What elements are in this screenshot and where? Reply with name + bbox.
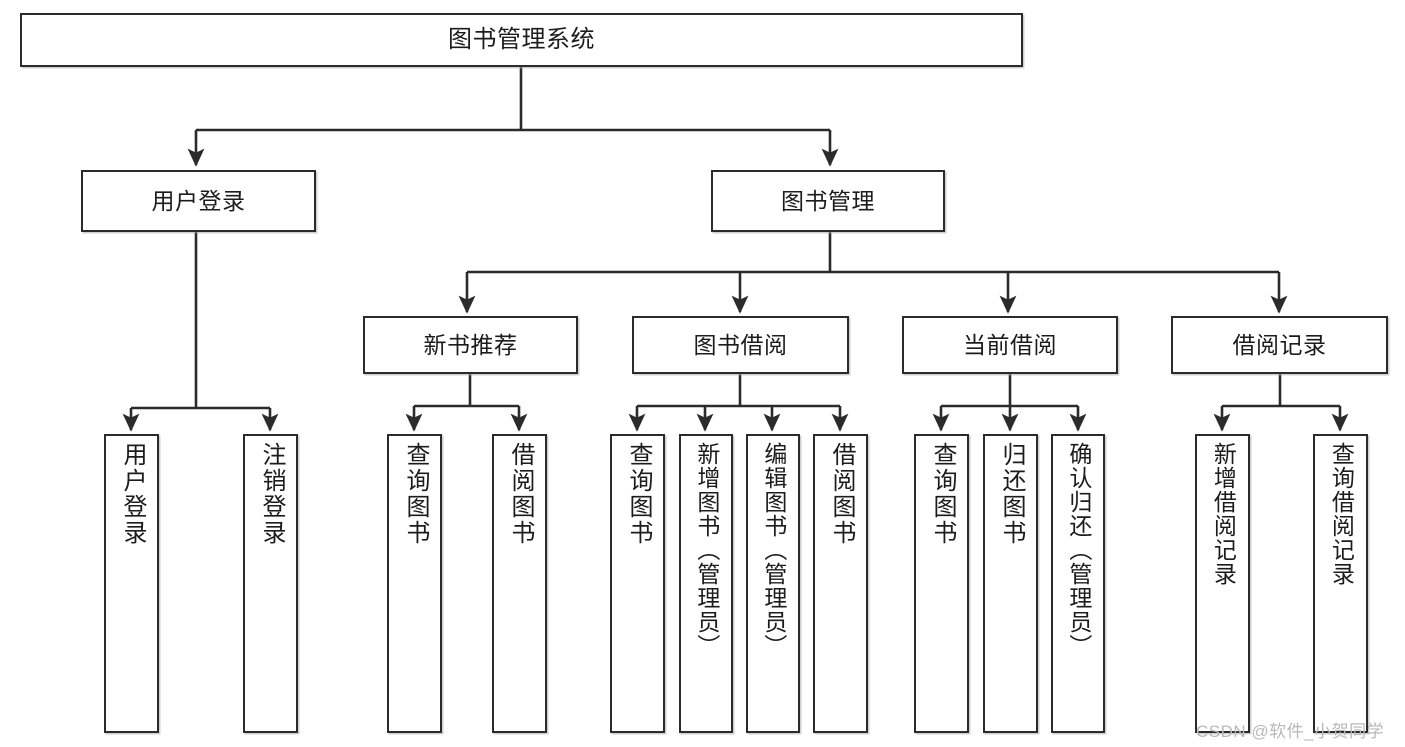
- node-label: 注销登录: [257, 442, 285, 546]
- node-label: 归还图书: [997, 442, 1025, 546]
- leaf-book-borrow-query-book[interactable]: 查询图书: [610, 434, 665, 733]
- leaf-book-borrow-edit-book-admin[interactable]: 编辑图书（管理员）: [746, 434, 800, 733]
- node-label: 新增借阅记录: [1210, 442, 1237, 586]
- node-book-borrow[interactable]: 图书借阅: [632, 316, 849, 374]
- node-new-book-recommend[interactable]: 新书推荐: [363, 316, 578, 374]
- leaf-new-book-borrow-book[interactable]: 借阅图书: [492, 434, 547, 733]
- csdn-watermark: CSDN @软件_小贺同学: [1196, 722, 1385, 741]
- leaf-book-borrow-borrow-book[interactable]: 借阅图书: [813, 434, 868, 733]
- node-label: 查询图书: [624, 442, 652, 546]
- node-label: 借阅图书: [506, 442, 534, 546]
- node-label: 查询图书: [928, 442, 956, 546]
- node-label: 用户登录: [151, 187, 246, 214]
- node-label: 借阅记录: [1232, 331, 1327, 358]
- node-label: 查询图书: [401, 442, 429, 546]
- leaf-borrow-record-add-record[interactable]: 新增借阅记录: [1195, 434, 1250, 733]
- node-label: 图书借阅: [693, 331, 788, 358]
- leaf-current-borrow-confirm-return-admin[interactable]: 确认归还（管理员）: [1051, 434, 1105, 733]
- leaf-new-book-query-book[interactable]: 查询图书: [387, 434, 442, 733]
- leaf-borrow-record-query-record[interactable]: 查询借阅记录: [1313, 434, 1368, 733]
- node-book-management[interactable]: 图书管理: [711, 170, 945, 232]
- node-root-book-management-system[interactable]: 图书管理系统: [20, 13, 1023, 67]
- leaf-current-borrow-return-book[interactable]: 归还图书: [983, 434, 1038, 733]
- node-label: 图书管理: [781, 187, 875, 214]
- node-label: 图书管理系统: [448, 26, 595, 53]
- node-label: 确认归还（管理员）: [1065, 442, 1092, 658]
- leaf-user-login-logout[interactable]: 注销登录: [243, 434, 298, 733]
- leaf-current-borrow-query-book[interactable]: 查询图书: [914, 434, 969, 733]
- node-label: 新增图书（管理员）: [693, 442, 720, 658]
- node-borrow-record[interactable]: 借阅记录: [1171, 316, 1388, 374]
- node-label: 用户登录: [118, 442, 146, 546]
- node-label: 借阅图书: [827, 442, 855, 546]
- leaf-user-login-login[interactable]: 用户登录: [104, 434, 159, 733]
- node-label: 当前借阅: [963, 331, 1057, 358]
- node-label: 编辑图书（管理员）: [760, 442, 787, 658]
- leaf-book-borrow-add-book-admin[interactable]: 新增图书（管理员）: [679, 434, 733, 733]
- node-label: 新书推荐: [423, 331, 518, 358]
- node-label: 查询借阅记录: [1328, 442, 1355, 586]
- node-user-login[interactable]: 用户登录: [81, 170, 316, 232]
- node-current-borrow[interactable]: 当前借阅: [902, 316, 1118, 374]
